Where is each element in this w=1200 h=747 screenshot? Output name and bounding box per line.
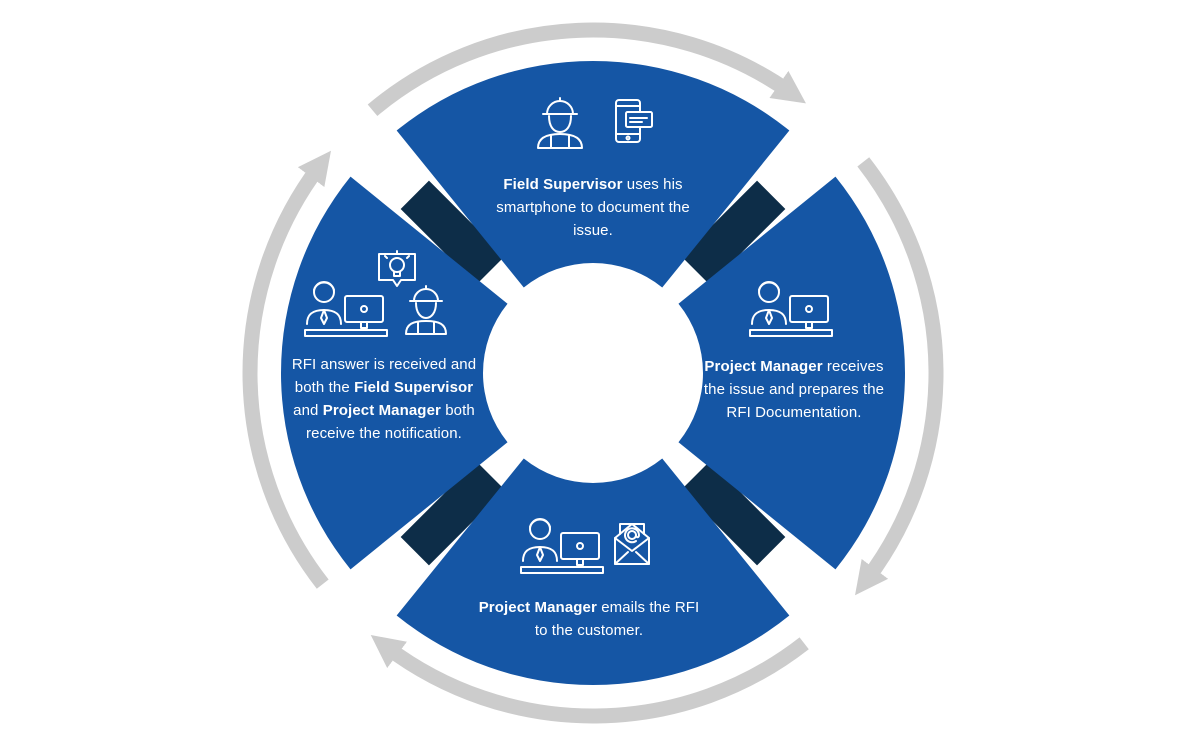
step-description: and: [293, 402, 323, 419]
cycle-arrow: [855, 157, 944, 596]
segment-left: [280, 176, 508, 570]
center-circle: [489, 269, 697, 477]
cycle-arrow: [367, 22, 806, 116]
segment-connectors: [400, 180, 786, 566]
connector-bar: [681, 180, 786, 285]
segment-right: [678, 176, 906, 570]
smartphone-message-icon: [615, 99, 653, 143]
step-actor-label: Project Manager: [322, 402, 441, 419]
step-actor-label: Project Manager: [478, 599, 597, 616]
connector-bar: [400, 180, 505, 285]
step-description: emails the RFI to the customer.: [534, 599, 700, 639]
construction-worker-icon: [405, 285, 447, 335]
connector-bar: [681, 461, 786, 566]
manager-at-computer-icon: [749, 281, 833, 337]
segment-top: [396, 61, 790, 288]
email-envelope-icon: [614, 523, 650, 565]
step-actor-label: Field Supervisor: [503, 176, 623, 193]
step-pm-emails-text: Project Manager emails the RFI to the cu…: [478, 596, 700, 642]
step-answer-received-text: RFI answer is received and both the Fiel…: [290, 353, 478, 445]
segment-bottom: [396, 458, 790, 685]
step-description: RFI answer is received and both the: [291, 356, 477, 396]
step-description: both receive the notification.: [306, 402, 475, 442]
step-actor-label: Project Manager: [704, 358, 823, 375]
connector-bar: [400, 461, 505, 566]
step-actor-label: Field Supervisor: [354, 379, 474, 396]
manager-at-computer-icon: [304, 281, 388, 337]
idea-bulb-icon: [378, 250, 416, 287]
step-field-supervisor-text: Field Supervisor uses his smartphone to …: [478, 173, 708, 242]
manager-at-computer-icon: [520, 518, 604, 574]
step-description: uses his smartphone to document the issu…: [496, 176, 690, 239]
step-description: receives the issue and prepares the RFI …: [703, 358, 885, 421]
cycle-arrow: [242, 150, 331, 589]
cycle-arrow: [370, 635, 809, 724]
cycle-arrows: [242, 22, 944, 724]
cycle-segments: [280, 61, 906, 685]
construction-worker-icon: [537, 97, 583, 149]
step-pm-receives-text: Project Manager receives the issue and p…: [702, 355, 886, 424]
